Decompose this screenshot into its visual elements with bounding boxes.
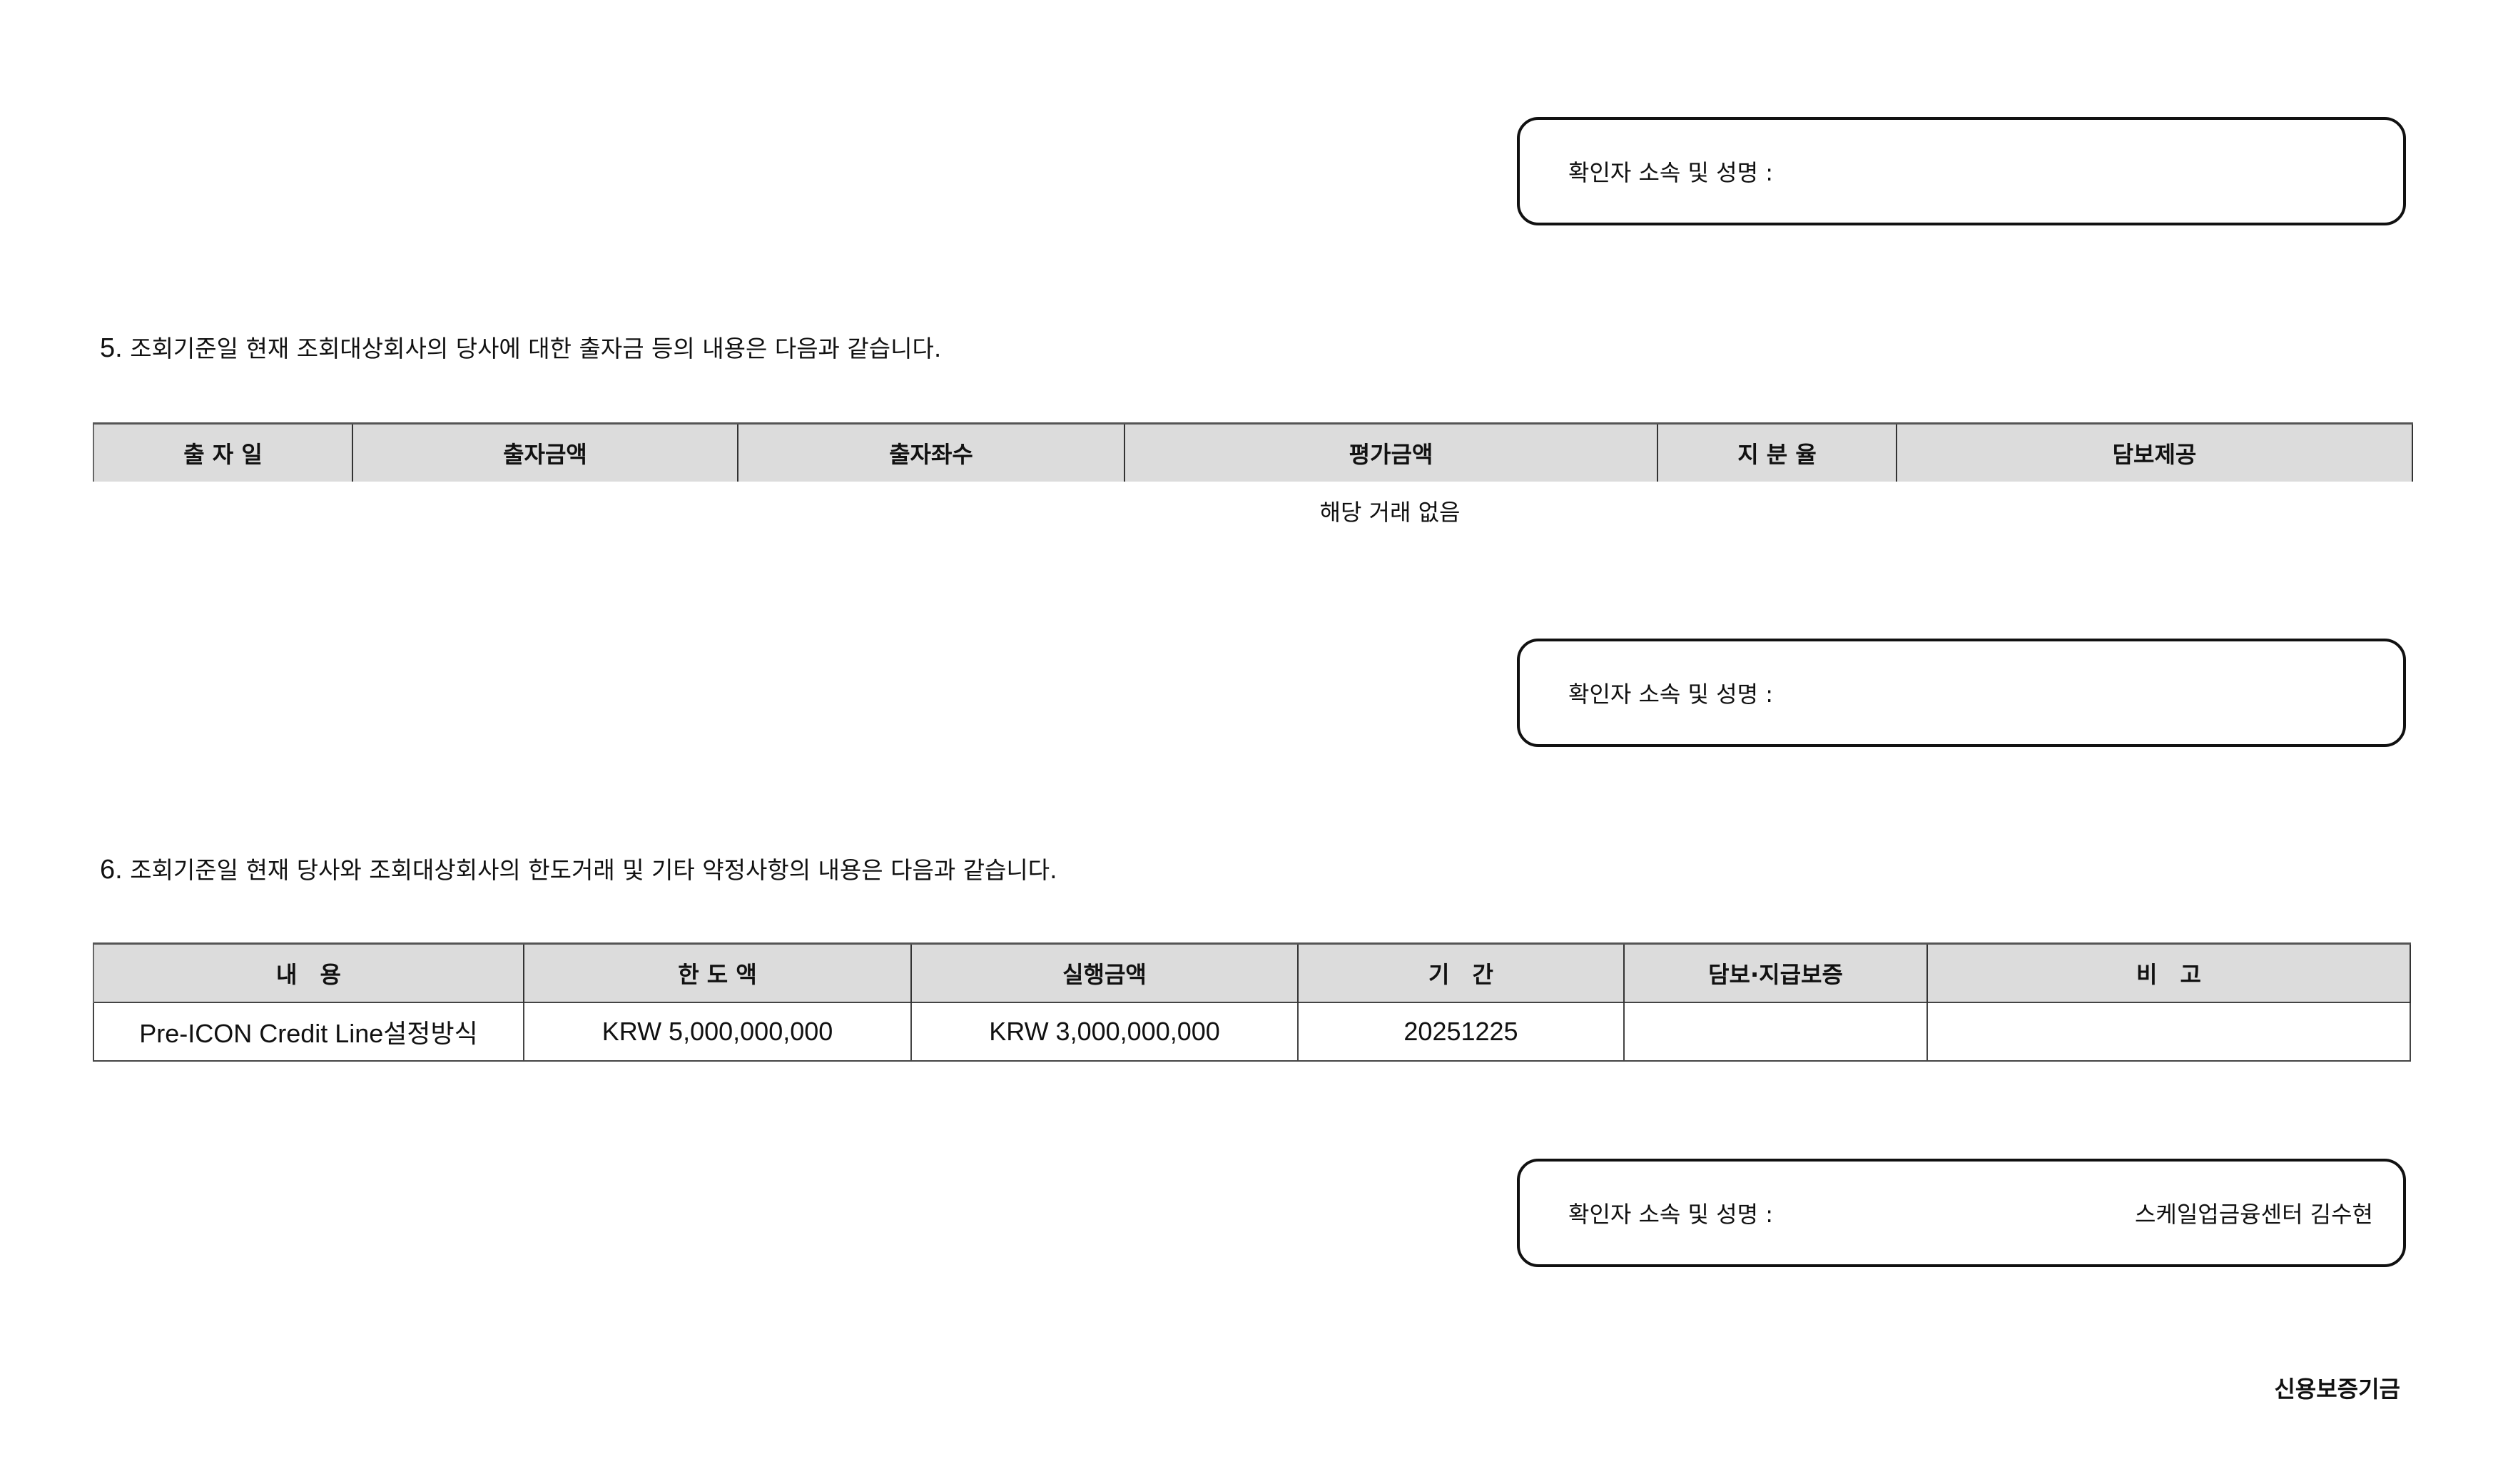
cell-content: Pre-ICON Credit Line설정방식 <box>93 1002 524 1062</box>
header-period: 기 간 <box>1297 942 1625 1002</box>
confirmer-value: 스케일업금융센터 김수현 <box>2134 1201 2373 1228</box>
cell-period: 20251225 <box>1297 1002 1625 1062</box>
header-valuation-amount: 평가금액 <box>1124 422 1658 482</box>
confirmer-box-3: 확인자 소속 및 성명 : 스케일업금융센터 김수현 <box>1517 1159 2406 1267</box>
table-header-row: 내 용 한 도 액 실행금액 기 간 담보·지급보증 비 고 <box>93 942 2411 1002</box>
header-investment-date: 출 자 일 <box>93 422 353 482</box>
header-collateral-guarantee: 담보·지급보증 <box>1623 942 1928 1002</box>
header-remarks: 비 고 <box>1926 942 2411 1002</box>
confirmer-label: 확인자 소속 및 성명 : <box>1568 681 1773 708</box>
header-collateral: 담보제공 <box>1896 422 2413 482</box>
section-number: 6. <box>100 855 123 885</box>
credit-line-table: 내 용 한 도 액 실행금액 기 간 담보·지급보증 비 고 Pre-ICON … <box>93 942 2411 1062</box>
header-investment-units: 출자좌수 <box>737 422 1125 482</box>
section-number: 5. <box>100 333 123 363</box>
investment-table: 출 자 일 출자금액 출자좌수 평가금액 지 분 율 담보제공 <box>93 422 2413 482</box>
confirmer-label: 확인자 소속 및 성명 : <box>1568 159 1773 186</box>
header-executed: 실행금액 <box>910 942 1299 1002</box>
confirmer-box-1: 확인자 소속 및 성명 : <box>1517 117 2406 225</box>
table-header-row: 출 자 일 출자금액 출자좌수 평가금액 지 분 율 담보제공 <box>93 422 2413 482</box>
header-equity-ratio: 지 분 율 <box>1657 422 1897 482</box>
header-limit: 한 도 액 <box>523 942 912 1002</box>
cell-collateral <box>1623 1002 1928 1062</box>
cell-executed: KRW 3,000,000,000 <box>910 1002 1299 1062</box>
cell-remarks <box>1926 1002 2411 1062</box>
confirmer-label: 확인자 소속 및 성명 : <box>1568 1201 1773 1228</box>
section-text: 조회기준일 현재 조회대상회사의 당사에 대한 출자금 등의 내용은 다음과 같… <box>130 335 942 362</box>
section-5-heading: 5. 조회기준일 현재 조회대상회사의 당사에 대한 출자금 등의 내용은 다음… <box>100 330 941 364</box>
no-transaction-text: 해당 거래 없음 <box>1319 499 1461 526</box>
cell-limit: KRW 5,000,000,000 <box>523 1002 912 1062</box>
header-investment-amount: 출자금액 <box>352 422 738 482</box>
organization-name: 신용보증기금 <box>2274 1376 2400 1403</box>
section-6-heading: 6. 조회기준일 현재 당사와 조회대상회사의 한도거래 및 기타 약정사항의 … <box>100 851 1057 885</box>
header-content: 내 용 <box>93 942 524 1002</box>
table-row: Pre-ICON Credit Line설정방식 KRW 5,000,000,0… <box>93 1002 2411 1062</box>
section-text: 조회기준일 현재 당사와 조회대상회사의 한도거래 및 기타 약정사항의 내용은… <box>130 856 1057 884</box>
confirmer-box-2: 확인자 소속 및 성명 : <box>1517 639 2406 747</box>
